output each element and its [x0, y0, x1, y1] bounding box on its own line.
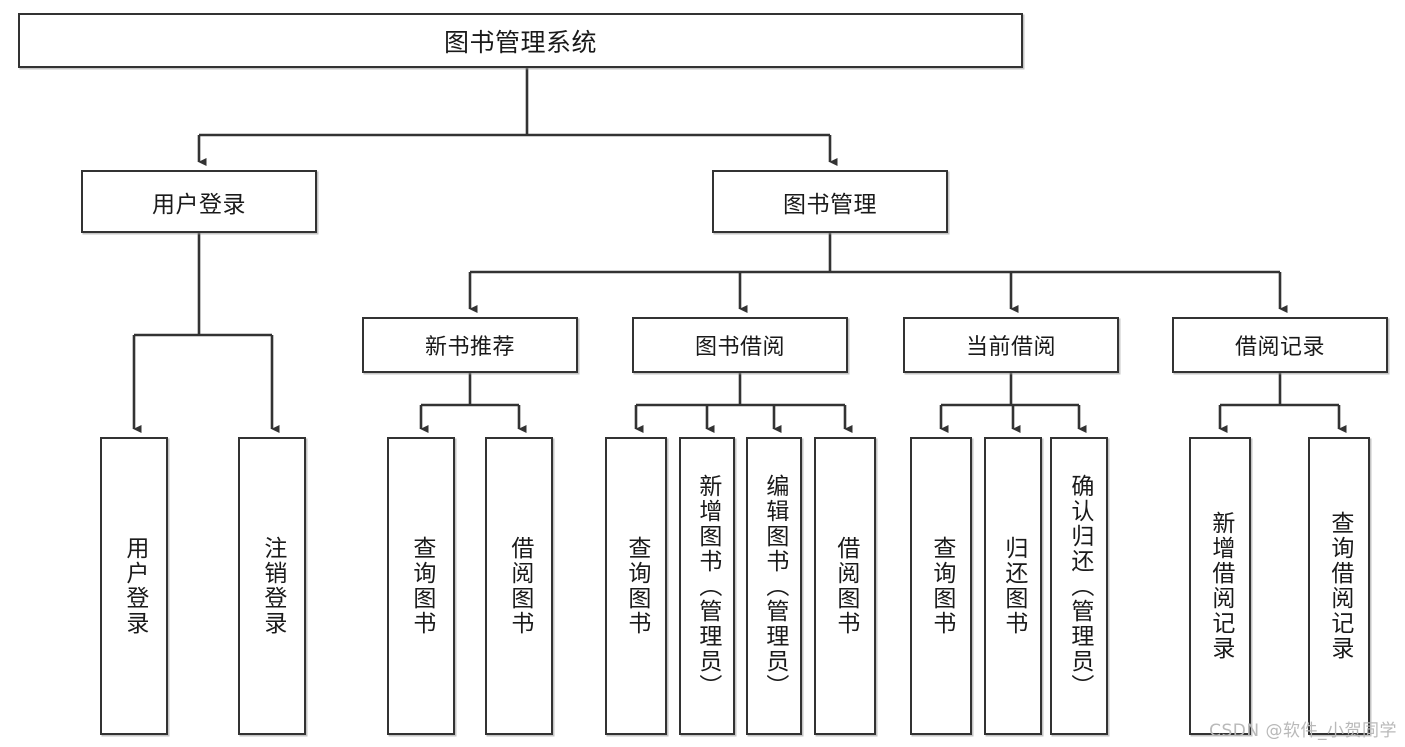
- node-book-management: 图书管理: [712, 170, 948, 233]
- leaf-label: 归还图书: [1000, 536, 1027, 636]
- leaf-label: 查询图书: [623, 536, 650, 636]
- node-user-login: 用户登录: [81, 170, 317, 233]
- leaf-query-books-current: 查询图书: [910, 437, 972, 735]
- leaf-label: 查询图书: [408, 536, 435, 636]
- leaf-user-login: 用户登录: [100, 437, 168, 735]
- leaf-borrow-books-recommend: 借阅图书: [485, 437, 553, 735]
- leaf-label: 借阅图书: [832, 536, 859, 636]
- leaf-logout-login: 注销登录: [238, 437, 306, 735]
- node-borrow-record-label: 借阅记录: [1234, 335, 1325, 360]
- node-current-borrow: 当前借阅: [903, 317, 1119, 373]
- node-user-login-label: 用户登录: [152, 191, 246, 218]
- leaf-confirm-return-admin: 确认归还（管理员）: [1050, 437, 1108, 735]
- leaf-borrow-books: 借阅图书: [814, 437, 876, 735]
- leaf-add-book-admin: 新增图书（管理员）: [679, 437, 735, 735]
- leaf-label: 新增借阅记录: [1207, 511, 1234, 661]
- leaf-edit-book-admin: 编辑图书（管理员）: [746, 437, 802, 735]
- leaf-return-books: 归还图书: [984, 437, 1042, 735]
- node-current-borrow-label: 当前借阅: [965, 335, 1056, 360]
- leaf-query-books-recommend: 查询图书: [387, 437, 455, 735]
- node-borrow-record: 借阅记录: [1172, 317, 1388, 373]
- leaf-label: 编辑图书（管理员）: [761, 473, 788, 699]
- node-new-book-recommend: 新书推荐: [362, 317, 578, 373]
- leaf-label: 新增图书（管理员）: [694, 473, 721, 699]
- leaf-label: 确认归还（管理员）: [1066, 473, 1093, 699]
- leaf-query-borrow-record: 查询借阅记录: [1308, 437, 1370, 735]
- node-root: 图书管理系统: [18, 13, 1023, 68]
- node-book-borrow: 图书借阅: [632, 317, 848, 373]
- node-book-management-label: 图书管理: [783, 191, 877, 218]
- csdn-watermark: CSDN @软件_小贺同学: [1209, 721, 1397, 741]
- leaf-label: 借阅图书: [506, 536, 533, 636]
- leaf-label: 注销登录: [259, 536, 286, 636]
- node-new-book-recommend-label: 新书推荐: [424, 335, 515, 360]
- node-root-label: 图书管理系统: [443, 27, 597, 57]
- leaf-label: 查询借阅记录: [1326, 511, 1353, 661]
- leaf-add-borrow-record: 新增借阅记录: [1189, 437, 1251, 735]
- leaf-label: 用户登录: [121, 536, 148, 636]
- node-book-borrow-label: 图书借阅: [694, 335, 785, 360]
- leaf-label: 查询图书: [928, 536, 955, 636]
- leaf-query-books-borrow: 查询图书: [605, 437, 667, 735]
